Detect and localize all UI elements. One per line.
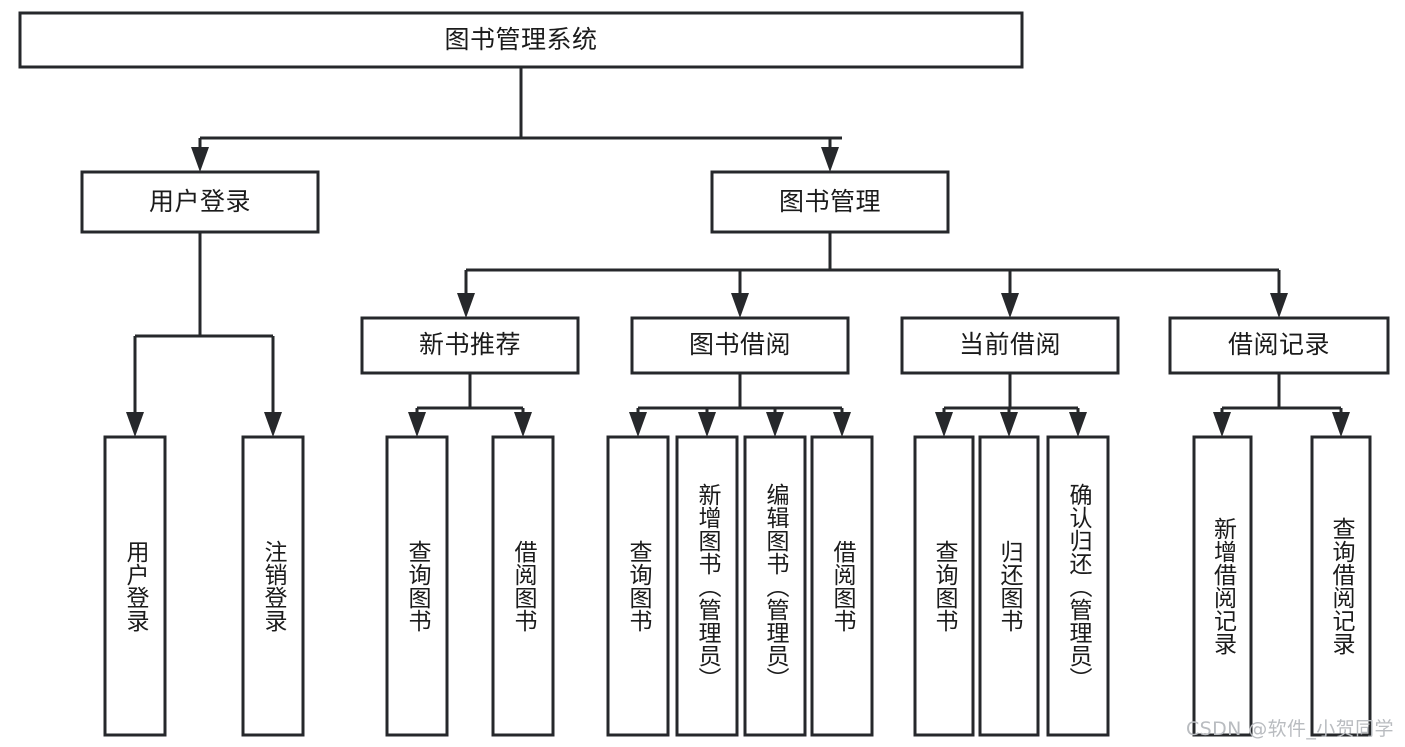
connector-bookborrow-to-leaves	[629, 373, 851, 437]
node-box-leaf[interactable]	[1310, 435, 1372, 737]
node-box-leaf[interactable]	[913, 435, 975, 737]
node-box-leaf[interactable]	[1192, 435, 1253, 737]
connector-root-to-level2	[191, 67, 842, 172]
arrow-head-icon	[408, 412, 426, 437]
arrow-head-icon	[1001, 293, 1019, 318]
connector-currentborrow-to-leaves	[935, 373, 1087, 437]
arrow-head-icon	[191, 147, 209, 172]
node-box-root[interactable]	[18, 11, 1024, 69]
node-box-leaf[interactable]	[385, 435, 449, 737]
arrow-head-icon	[126, 412, 144, 437]
arrow-head-icon	[1213, 412, 1231, 437]
node-box-current-borrow[interactable]	[900, 316, 1120, 375]
node-box-new-book-recommend[interactable]	[360, 316, 580, 375]
arrow-head-icon	[1069, 412, 1087, 437]
arrow-head-icon	[766, 412, 784, 437]
connector-bookmgmt-to-level3	[457, 232, 1288, 318]
connector-newbook-to-leaves	[408, 373, 532, 437]
node-box-leaf[interactable]	[810, 435, 874, 737]
arrow-head-icon	[264, 412, 282, 437]
arrow-head-icon	[1270, 293, 1288, 318]
connector-userlogin-to-leaves	[126, 232, 282, 437]
arrow-head-icon	[629, 412, 647, 437]
node-box-leaf[interactable]	[103, 435, 167, 737]
connector-borrowrecord-to-leaves	[1213, 373, 1350, 437]
node-box-user-login[interactable]	[80, 170, 320, 234]
node-box-leaf[interactable]	[978, 435, 1040, 737]
node-box-book-management[interactable]	[710, 170, 950, 234]
arrow-head-icon	[731, 293, 749, 318]
node-box-leaf[interactable]	[1046, 435, 1110, 737]
arrow-head-icon	[1332, 412, 1350, 437]
node-box-leaf[interactable]	[675, 435, 739, 737]
node-box-leaf[interactable]	[491, 435, 555, 737]
node-box-book-borrow[interactable]	[630, 316, 850, 375]
arrow-head-icon	[833, 412, 851, 437]
node-box-borrow-record[interactable]	[1168, 316, 1390, 375]
arrow-head-icon	[1000, 412, 1018, 437]
arrow-head-icon	[698, 412, 716, 437]
node-box-leaf[interactable]	[606, 435, 670, 737]
arrow-head-icon	[935, 412, 953, 437]
arrow-head-icon	[821, 147, 839, 172]
node-box-leaf[interactable]	[743, 435, 807, 737]
node-box-leaf[interactable]	[241, 435, 305, 737]
arrow-head-icon	[514, 412, 532, 437]
arrow-head-icon	[457, 293, 475, 318]
